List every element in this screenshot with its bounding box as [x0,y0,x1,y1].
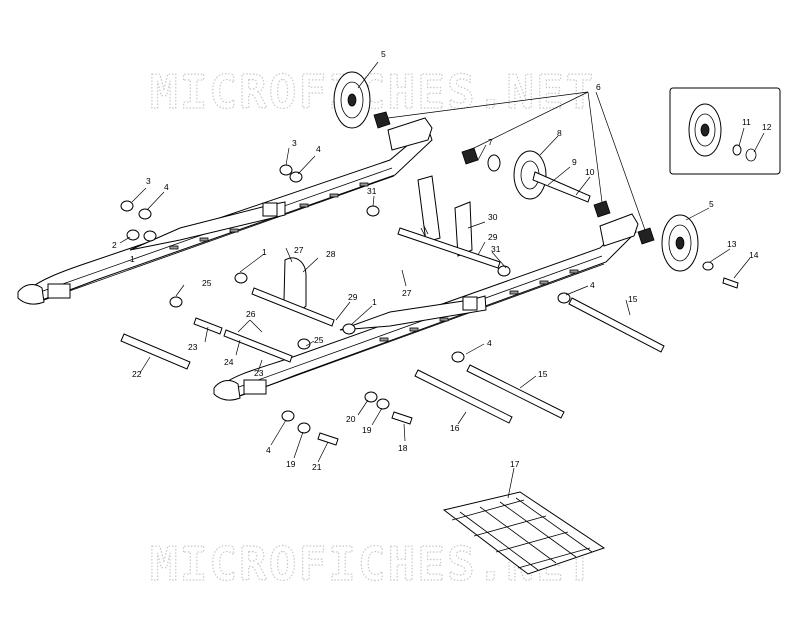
callout-4-right: 4 [590,280,595,290]
callout-27-lower: 27 [402,288,412,298]
callout-20: 20 [346,414,356,424]
lower-slide-rail [213,213,639,401]
callout-15-lower: 15 [538,369,548,379]
callout-23-upper: 23 [188,342,198,352]
callout-7: 7 [488,137,493,147]
callout-14: 14 [749,250,759,260]
washers-and-fasteners [120,164,739,446]
callout-31-upper: 31 [367,186,377,196]
callout-2: 2 [112,240,117,250]
upper-slide-rail [17,117,433,305]
callout-1-left: 1 [130,254,135,264]
callout-6: 6 [596,82,601,92]
callout-5-right: 5 [709,199,714,209]
callout-26: 26 [246,309,256,319]
callout-1-center: 1 [372,297,377,307]
callout-3-upper: 3 [292,138,297,148]
callout-30: 30 [488,212,498,222]
callout-28: 28 [326,249,336,259]
callout-13: 13 [727,239,737,249]
leader-lines [119,61,765,499]
bearing-caps [373,111,655,245]
callout-19-right: 19 [362,425,372,435]
idler-wheel-top [333,71,371,129]
callout-5-top: 5 [381,49,386,59]
callout-23-lower: 23 [254,368,264,378]
callout-31-lower: 31 [491,244,501,254]
callout-4-upper: 4 [316,144,321,154]
callout-29-lower: 29 [348,292,358,302]
callout-3-left: 3 [146,176,151,186]
idler-wheel-right [661,214,699,272]
suspension-arm [397,175,501,269]
wheel-detail-inset [669,87,781,175]
callout-17: 17 [510,459,520,469]
callout-27-upper: 27 [294,245,304,255]
callout-12: 12 [762,122,772,132]
callout-19-bottom: 19 [286,459,296,469]
cross-shafts [120,297,665,424]
callout-29-upper: 29 [488,232,498,242]
callout-4-bottom: 4 [266,445,271,455]
callout-10: 10 [585,167,595,177]
slider-strip [442,491,606,575]
watermark-top: MICROFICHES.NET [150,65,595,119]
callout-4-center: 4 [487,338,492,348]
callout-15-upper: 15 [628,294,638,304]
callout-16: 16 [450,423,460,433]
callout-22: 22 [132,369,142,379]
callout-11: 11 [742,117,751,127]
callout-21: 21 [312,462,322,472]
callout-18: 18 [398,443,408,453]
torque-arm [251,257,335,327]
callout-4-left: 4 [164,182,169,192]
callout-25-lower: 25 [314,335,324,345]
callout-8: 8 [557,128,562,138]
callout-labels: 5 6 3 4 3 4 7 8 9 10 11 12 2 1 31 30 29 … [112,49,772,472]
callout-24: 24 [224,357,234,367]
center-idler-wheel [487,150,591,203]
callout-9: 9 [572,157,577,167]
callout-1-mid: 1 [262,247,267,257]
callout-25-upper: 25 [202,278,212,288]
